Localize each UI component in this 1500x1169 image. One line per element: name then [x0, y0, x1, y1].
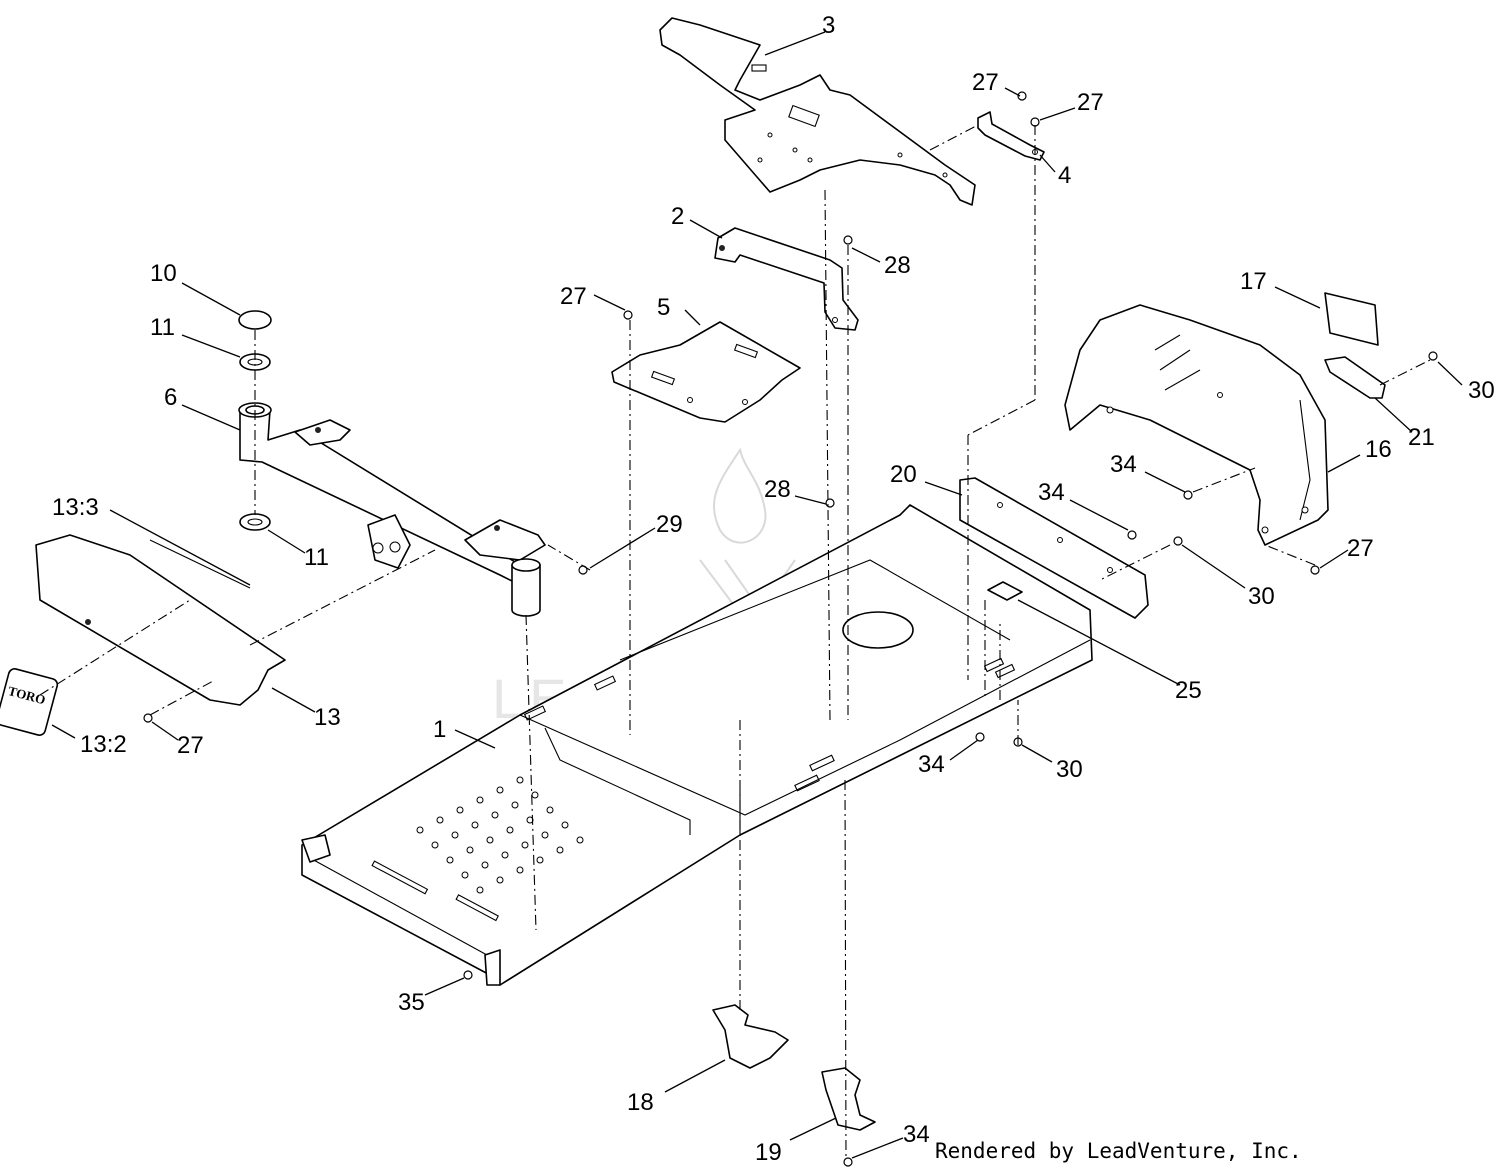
callout-4: 4 [1058, 162, 1071, 189]
frame-hole-pattern [416, 776, 584, 894]
callout-30-lower: 30 [1056, 756, 1083, 783]
part-3-upper-plate [659, 17, 976, 206]
callout-28-top: 28 [884, 252, 911, 279]
callout-11-upper: 11 [150, 314, 175, 341]
callout-25: 25 [1175, 677, 1202, 704]
part-13-front-shield [35, 534, 286, 706]
callout-19: 19 [755, 1139, 782, 1166]
hardware [143, 91, 1438, 1167]
callout-34-shroud: 34 [1110, 451, 1137, 478]
callout-17: 17 [1240, 268, 1267, 295]
callout-3: 3 [822, 12, 835, 39]
part-18-bracket [712, 1004, 789, 1069]
callout-16: 16 [1365, 436, 1392, 463]
part-21-bracket [1324, 356, 1386, 399]
callout-6: 6 [164, 384, 177, 411]
callout-13-2: 13:2 [80, 731, 127, 758]
part-6-front-axle [238, 402, 546, 617]
callout-5: 5 [657, 294, 670, 321]
part-5-plate [611, 321, 801, 423]
callout-11-lower: 11 [304, 544, 329, 571]
callout-30-middle: 30 [1248, 583, 1275, 610]
callout-34-frame: 34 [918, 751, 945, 778]
part-20-rear-plate [959, 477, 1149, 619]
credit-text: Rendered by LeadVenture, Inc. [935, 1139, 1302, 1163]
callout-34-plate: 34 [1038, 479, 1065, 506]
callout-29: 29 [656, 511, 683, 538]
callout-labels: 1 2 3 4 5 6 10 11 11 13 13:2 13:3 16 17 … [52, 12, 1495, 1166]
callout-27-shield: 27 [177, 732, 204, 759]
part-17-decal [1324, 292, 1379, 346]
callout-27-rear: 27 [1347, 535, 1374, 562]
callout-21: 21 [1408, 424, 1435, 451]
callout-13-3: 13:3 [52, 494, 99, 521]
callout-13: 13 [314, 704, 341, 731]
part-2-bracket [714, 227, 859, 331]
callout-27-plate: 27 [560, 283, 587, 310]
callout-30-right: 30 [1468, 377, 1495, 404]
part-19-bracket [821, 1067, 876, 1131]
callout-27-top: 27 [972, 69, 999, 96]
part-10-cap [238, 310, 272, 330]
callout-34-bottom: 34 [903, 1121, 930, 1148]
callout-2: 2 [671, 203, 684, 230]
assembly-centerlines [39, 124, 1431, 1161]
callout-35: 35 [398, 989, 425, 1016]
part-16-rear-shroud [1064, 304, 1329, 546]
callout-1: 1 [433, 716, 446, 743]
callout-28-frame: 28 [764, 476, 791, 503]
callout-18: 18 [627, 1089, 654, 1116]
callout-20: 20 [890, 461, 917, 488]
leader-lines [51, 31, 1463, 1159]
callout-27-top-right: 27 [1077, 89, 1104, 116]
callout-10: 10 [150, 260, 177, 287]
part-1-main-frame [301, 504, 1093, 986]
part-11-bearing-lower [239, 513, 271, 531]
part-25-label [987, 581, 1023, 601]
part-13-2-decal: TORO [0, 668, 59, 736]
